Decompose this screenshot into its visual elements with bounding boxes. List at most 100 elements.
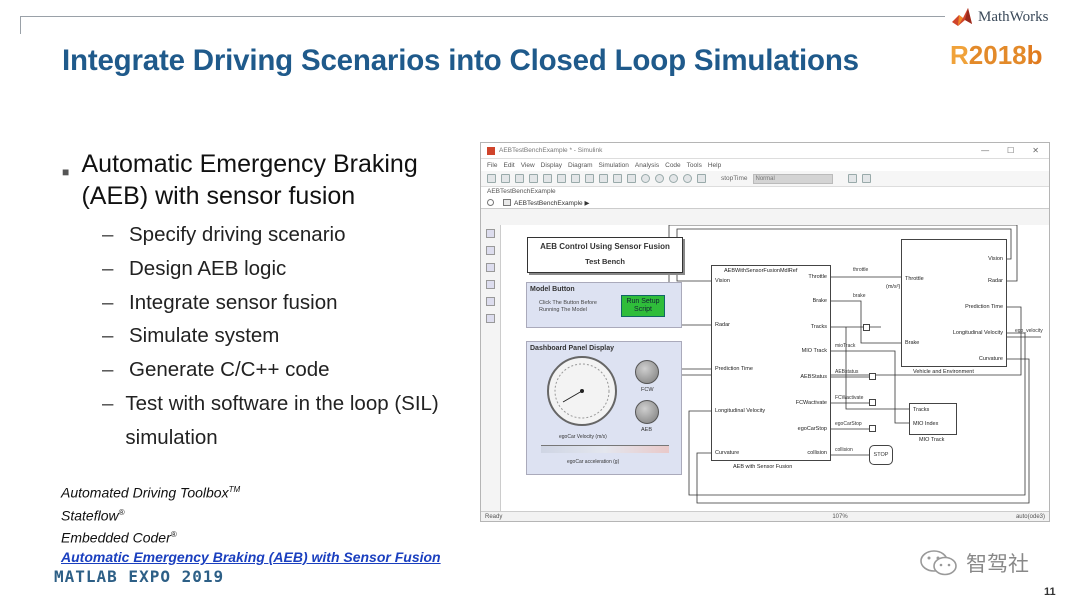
model-icon (503, 199, 511, 206)
open-icon[interactable] (501, 174, 510, 183)
annotation-title: AEB Control Using Sensor Fusion (540, 242, 670, 251)
ref-coder-text: Embedded Coder (61, 529, 171, 546)
model-canvas[interactable]: AEB Control Using Sensor Fusion Test Ben… (501, 225, 1049, 511)
wire-prediction-time (680, 306, 1022, 376)
vehicle-input-throttle: Throttle (905, 276, 924, 282)
release-r: R (950, 40, 969, 70)
tracks-terminator[interactable] (863, 324, 870, 331)
menu-diagram[interactable]: Diagram (567, 161, 593, 169)
watermark-text: 智驾社 (966, 553, 1029, 576)
sub-bullet: –Design AEB logic (102, 252, 482, 286)
fit-view-icon[interactable] (486, 246, 495, 255)
annotation-subtitle: Test Bench (585, 257, 625, 266)
menu-help[interactable]: Help (707, 161, 722, 169)
stop-time-label: stopTime (721, 175, 748, 182)
watermark: 智驾社 (918, 548, 1029, 578)
aeb-output-tracks: Tracks (810, 324, 827, 330)
annotation-icon[interactable] (486, 280, 495, 289)
sub-bullet-text: Design AEB logic (129, 256, 287, 280)
image-icon[interactable] (486, 297, 495, 306)
wire-velocity (688, 332, 1026, 496)
new-model-icon[interactable] (487, 174, 496, 183)
simulation-mode-field[interactable]: Normal (752, 173, 833, 184)
library-icon[interactable] (599, 174, 608, 183)
minimize-button[interactable]: — (981, 146, 990, 155)
menu-display[interactable]: Display (540, 161, 562, 169)
model-config-icon[interactable] (613, 174, 622, 183)
close-button[interactable]: ✕ (1032, 146, 1039, 155)
vehicle-output-radar: Radar (988, 278, 1003, 284)
signal-fcwactivate: FCWactivate (835, 395, 864, 401)
back-icon[interactable] (557, 174, 566, 183)
model-browser-tab[interactable]: AEBTestBenchExample (481, 187, 1049, 197)
arrow-icon[interactable] (486, 263, 495, 272)
breadcrumb-model[interactable]: AEBTestBenchExample ▶ (514, 199, 590, 207)
fcw-label: FCW (641, 387, 654, 393)
aeb-block-name: AEB with Sensor Fusion (733, 464, 793, 470)
redo-icon[interactable] (543, 174, 552, 183)
bullet-main: ■ Automatic Emergency Braking (AEB) with… (62, 148, 482, 212)
bullet-marker: ■ (62, 165, 70, 179)
menu-edit[interactable]: Edit (503, 161, 515, 169)
up-icon[interactable] (585, 174, 594, 183)
step-back-icon[interactable] (641, 174, 650, 183)
aebstatus-terminator[interactable] (869, 373, 876, 380)
aeb-output-egocarstop: egoCarStop (797, 426, 827, 432)
zoom-in-icon[interactable] (486, 229, 495, 238)
vehicle-environment-block[interactable]: Throttle (m/s²) Brake Vision Radar Predi… (886, 239, 1007, 367)
dash: – (102, 391, 114, 415)
top-rule (20, 16, 945, 17)
hide-browser-icon[interactable] (487, 199, 494, 206)
expo-footer: MATLAB EXPO 2019 (54, 567, 225, 586)
vehicle-output-curvature: Curvature (978, 356, 1003, 362)
mio-track-block[interactable]: Tracks MIO Index (909, 403, 957, 435)
test-bench-annotation: AEB Control Using Sensor Fusion Test Ben… (527, 237, 683, 273)
velocity-gauge[interactable] (547, 356, 617, 426)
release-b: b (1026, 40, 1043, 70)
menu-code[interactable]: Code (665, 161, 681, 169)
explorer-icon[interactable] (627, 174, 636, 183)
stop-block[interactable]: STOP (869, 445, 893, 465)
menu-file[interactable]: File (487, 161, 498, 169)
aeb-label: AEB (641, 427, 653, 433)
aeb-example-link[interactable]: Automatic Emergency Braking (AEB) with S… (61, 548, 441, 565)
simulink-menubar: File Edit View Display Diagram Simulatio… (481, 159, 1049, 171)
run-icon[interactable] (655, 174, 664, 183)
aeb-lamp[interactable] (635, 400, 659, 424)
stop-icon[interactable] (683, 174, 692, 183)
dash: – (102, 324, 114, 348)
menu-view[interactable]: View (520, 161, 535, 169)
undo-icon[interactable] (529, 174, 538, 183)
acceleration-bar[interactable] (541, 445, 669, 453)
signal-ego-velocity: ego_velocity (1015, 328, 1043, 334)
maximize-button[interactable]: ☐ (1007, 146, 1015, 155)
vehicle-input-brake: Brake (905, 340, 920, 346)
menu-tools[interactable]: Tools (686, 161, 702, 169)
fcw-terminator[interactable] (869, 399, 876, 406)
wire-tracks-mio (845, 327, 909, 410)
aeb-input-prediction-time: Prediction Time (715, 366, 753, 372)
area-icon[interactable] (486, 314, 495, 323)
ref-stateflow: Stateflow® (61, 503, 441, 526)
grid-icon[interactable] (861, 174, 871, 183)
status-solver[interactable]: auto(ode3) (1015, 513, 1045, 520)
dash: – (102, 290, 114, 314)
stop-block-label: STOP (873, 452, 889, 458)
menu-analysis[interactable]: Analysis (634, 161, 660, 169)
record-icon[interactable] (697, 174, 706, 183)
check-icon[interactable] (847, 174, 857, 183)
fcw-lamp[interactable] (635, 360, 659, 384)
aeb-input-radar: Radar (715, 322, 730, 328)
sub-bullet: –Generate C/C++ code (102, 353, 482, 387)
vehicle-block-name: Vehicle and Environment (913, 369, 974, 375)
step-forward-icon[interactable] (669, 174, 678, 183)
run-setup-script-button[interactable]: Run Setup Script (621, 295, 665, 317)
forward-icon[interactable] (571, 174, 580, 183)
save-icon[interactable] (515, 174, 524, 183)
page-number: 11 (1044, 586, 1056, 598)
wechat-icon (920, 550, 957, 576)
menu-simulation[interactable]: Simulation (598, 161, 629, 169)
aeb-sensor-fusion-block[interactable]: AEBWithSensorFusionMdlRef Vision Radar P… (711, 265, 831, 461)
egostop-terminator[interactable] (869, 425, 876, 432)
wire-mio (831, 350, 909, 424)
